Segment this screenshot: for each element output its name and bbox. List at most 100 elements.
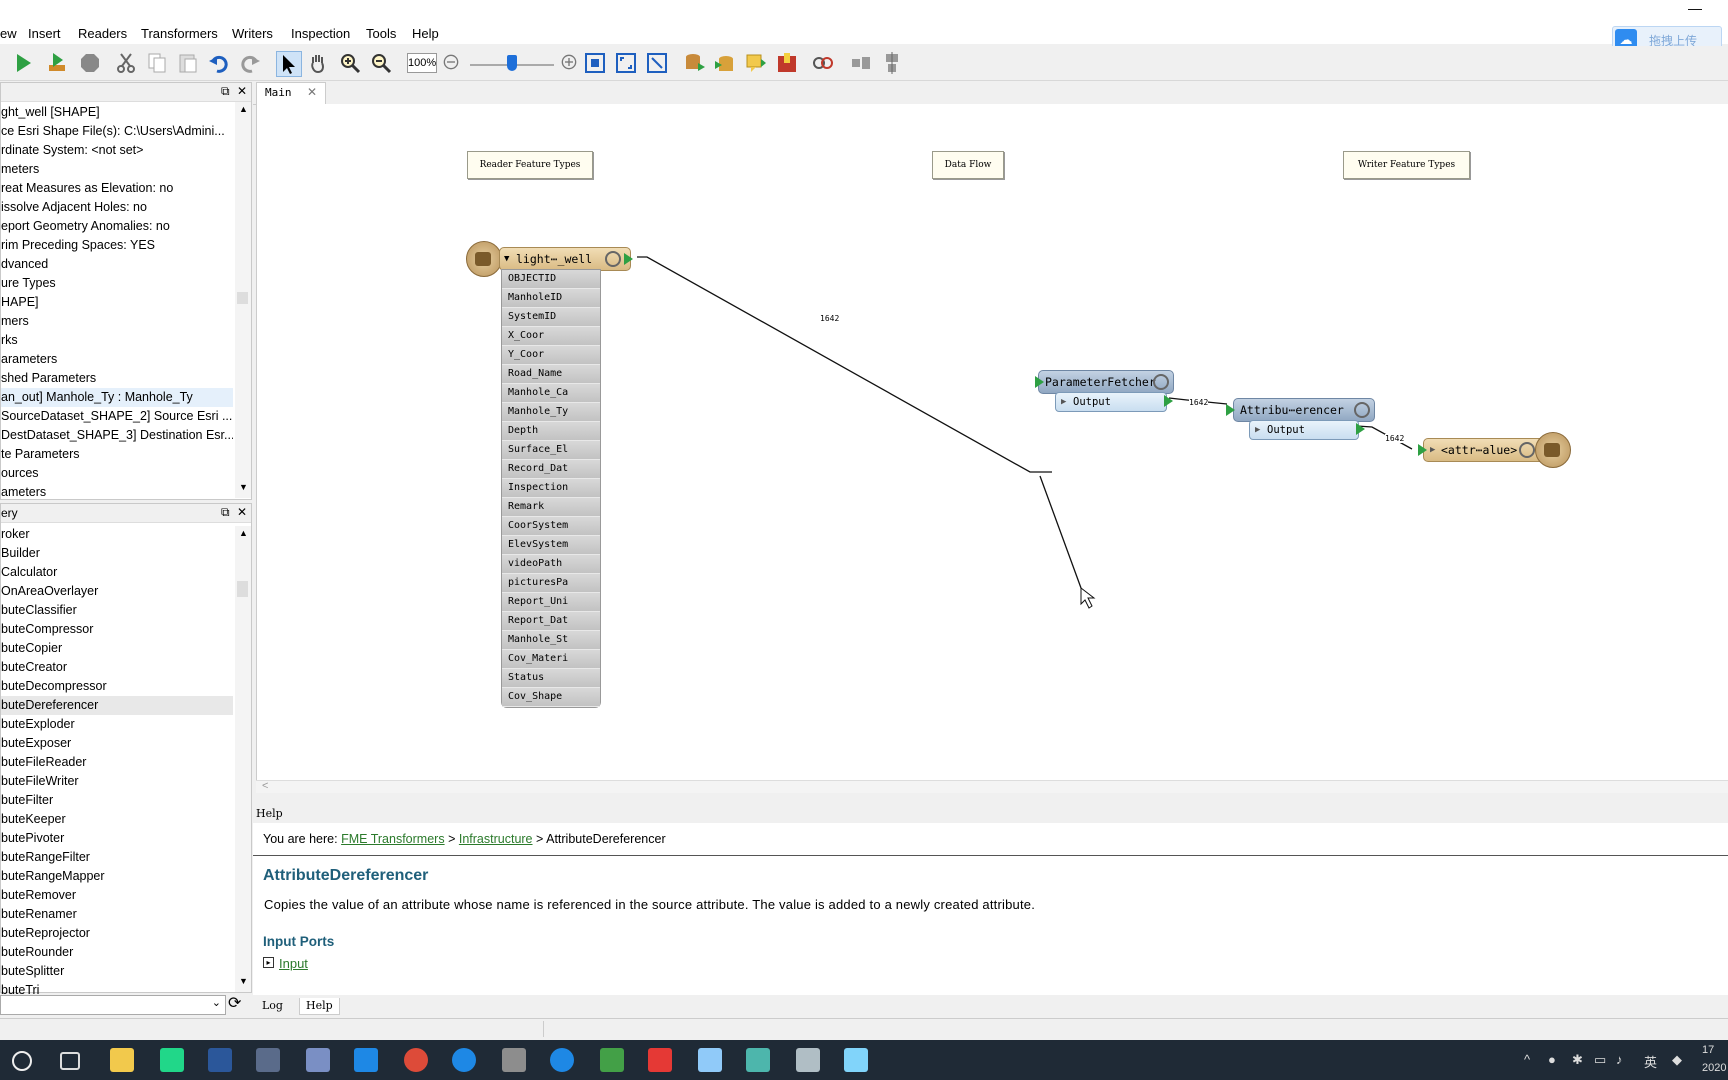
annotation-writer-feature-types[interactable]: Writer Feature Types — [1343, 151, 1470, 179]
fme-icon[interactable] — [796, 1048, 820, 1072]
attribute-row[interactable]: Manhole_St — [502, 631, 600, 650]
navigator-tree-item[interactable]: dvanced — [1, 257, 49, 271]
chevron-down-icon[interactable]: ⌄ — [211, 997, 221, 1009]
menu-writers[interactable]: Writers — [232, 26, 273, 41]
navigator-tree-item[interactable]: HAPE] — [1, 295, 39, 309]
input-port-link[interactable]: Input — [279, 956, 308, 971]
navigator-tree-item[interactable]: eport Geometry Anomalies: no — [1, 219, 170, 233]
parameter-fetcher-node[interactable]: ParameterFetcher — [1035, 370, 1174, 394]
close-tab-icon[interactable]: ✕ — [307, 85, 318, 99]
input-port-arrow-icon[interactable] — [1226, 404, 1235, 416]
navigator-tree-item[interactable]: mers — [1, 314, 29, 328]
gear-icon[interactable] — [1153, 374, 1169, 390]
attribute-row[interactable]: Record_Dat — [502, 460, 600, 479]
navigator-tree-item[interactable]: SourceDataset_SHAPE_2] Source Esri ... — [1, 409, 233, 423]
breadcrumb-link-fme-transformers[interactable]: FME Transformers — [341, 832, 445, 846]
bookmark-icon[interactable] — [775, 51, 799, 75]
chevron-up-icon[interactable]: ^ — [1524, 1052, 1531, 1067]
writer-feature-type-node[interactable]: ▶ <attr⋯alue> — [1418, 438, 1545, 462]
menu-insert[interactable]: Insert — [28, 26, 61, 41]
navigator-tree-item[interactable]: DestDataset_SHAPE_3] Destination Esr... — [1, 428, 233, 442]
app-icon[interactable] — [698, 1048, 722, 1072]
annotation-data-flow[interactable]: Data Flow — [932, 151, 1004, 179]
menu-inspection[interactable]: Inspection — [291, 26, 351, 41]
clock-time[interactable]: 17 — [1702, 1044, 1715, 1056]
task-view-icon[interactable] — [60, 1052, 80, 1070]
zoom-out-icon[interactable] — [369, 51, 393, 75]
navigator-tree-item[interactable]: te Parameters — [1, 447, 80, 461]
gear-icon[interactable] — [1519, 442, 1535, 458]
zoom-plus-icon[interactable] — [561, 54, 577, 70]
transformer-gallery-item[interactable]: buteRemover — [1, 888, 77, 902]
navigator-tree-item[interactable]: arameters — [1, 352, 58, 366]
expand-triangle-icon[interactable]: ▶ — [1255, 425, 1261, 435]
output-port-arrow-icon[interactable] — [1164, 395, 1173, 407]
close-panel-icon[interactable]: ✕ — [237, 84, 248, 98]
attribute-row[interactable]: Status — [502, 669, 600, 688]
word-icon[interactable] — [208, 1048, 232, 1072]
transformer-gallery-item[interactable]: buteFilter — [1, 793, 54, 807]
navigator-tree-item[interactable]: rks — [1, 333, 18, 347]
breadcrumb-link-infrastructure[interactable]: Infrastructure — [458, 832, 533, 846]
output-port-arrow-icon[interactable] — [1356, 423, 1365, 435]
navigator-scrollbar[interactable]: ▲ ▼ — [235, 102, 251, 498]
run-with-prompt-icon[interactable] — [45, 51, 69, 75]
transformer-gallery-item[interactable]: buteRangeFilter — [1, 850, 90, 864]
undo-icon[interactable] — [207, 51, 231, 75]
cut-icon[interactable] — [114, 51, 138, 75]
stop-icon[interactable] — [78, 51, 102, 75]
parameter-fetcher-output-port[interactable]: ▶ Output — [1055, 392, 1173, 412]
navigator-tree-item[interactable]: reat Measures as Elevation: no — [1, 181, 174, 195]
transformer-gallery-item[interactable]: buteExploder — [1, 717, 75, 731]
transformer-gallery-item[interactable]: Builder — [1, 546, 40, 560]
close-panel-icon[interactable]: ✕ — [237, 505, 248, 519]
attribute-row[interactable]: OBJECTID — [502, 270, 600, 289]
bluetooth-icon[interactable]: ✱ — [1572, 1052, 1583, 1067]
add-reader-icon[interactable] — [682, 51, 706, 75]
refresh-icon[interactable]: ⟳ — [228, 995, 242, 1012]
attribute-row[interactable]: Remark — [502, 498, 600, 517]
transformer-gallery-item[interactable]: OnAreaOverlayer — [1, 584, 99, 598]
align-horizontal-icon[interactable] — [849, 51, 873, 75]
inspector-icon[interactable] — [811, 51, 835, 75]
navigator-tree-item[interactable]: ght_well [SHAPE] — [1, 105, 100, 119]
transformer-gallery-item[interactable]: buteKeeper — [1, 812, 66, 826]
attribute-row[interactable]: Depth — [502, 422, 600, 441]
transformer-gallery-item[interactable]: roker — [1, 527, 30, 541]
ie-icon[interactable] — [452, 1048, 476, 1072]
transformer-gallery-item[interactable]: buteSplitter — [1, 964, 65, 978]
input-port-arrow-icon[interactable] — [1035, 376, 1044, 388]
attribute-row[interactable]: Cov_Materi — [502, 650, 600, 669]
zoom-to-selection-icon[interactable] — [583, 51, 607, 75]
attribute-row[interactable]: picturesPa — [502, 574, 600, 593]
menu-tools[interactable]: Tools — [366, 26, 397, 41]
transformer-gallery-item[interactable]: buteCopier — [1, 641, 63, 655]
pan-tool-icon[interactable] — [306, 51, 330, 75]
attribute-row[interactable]: CoorSystem — [502, 517, 600, 536]
app-tray-icon[interactable]: ◆ — [1672, 1052, 1682, 1067]
navigator-tree-item[interactable]: meters — [1, 162, 40, 176]
app-icon[interactable] — [306, 1048, 330, 1072]
zoom-level-field[interactable]: 100% — [407, 53, 437, 73]
network-icon[interactable]: ▭ — [1594, 1052, 1607, 1067]
tab-main[interactable]: Main ✕ — [256, 82, 326, 104]
transformer-gallery-item[interactable]: butePivoter — [1, 831, 65, 845]
expand-triangle-icon[interactable]: ▶ — [1430, 445, 1436, 455]
attribute-row[interactable]: Cov_Shape — [502, 688, 600, 707]
navigator-tree-item[interactable]: an_out] Manhole_Ty : Manhole_Ty — [1, 388, 233, 407]
attribute-row[interactable]: Report_Uni — [502, 593, 600, 612]
transformer-gallery-item[interactable]: buteDecompressor — [1, 679, 107, 693]
expand-icon[interactable]: ▸ — [263, 957, 274, 968]
transformer-gallery-item[interactable]: buteTri — [1, 983, 40, 997]
float-panel-icon[interactable]: ⧉ — [221, 84, 230, 98]
output-port-arrow-icon[interactable] — [624, 253, 633, 265]
chrome-icon[interactable] — [404, 1048, 428, 1072]
clock-date[interactable]: 2020 — [1702, 1062, 1727, 1074]
navigator-tree-item[interactable]: shed Parameters — [1, 371, 97, 385]
gear-icon[interactable] — [605, 251, 621, 267]
menu-transformers[interactable]: Transformers — [141, 26, 218, 41]
collapse-triangle-icon[interactable]: ▼ — [504, 254, 510, 264]
attribute-row[interactable]: Surface_El — [502, 441, 600, 460]
attribute-row[interactable]: videoPath — [502, 555, 600, 574]
pdf-icon[interactable] — [648, 1048, 672, 1072]
